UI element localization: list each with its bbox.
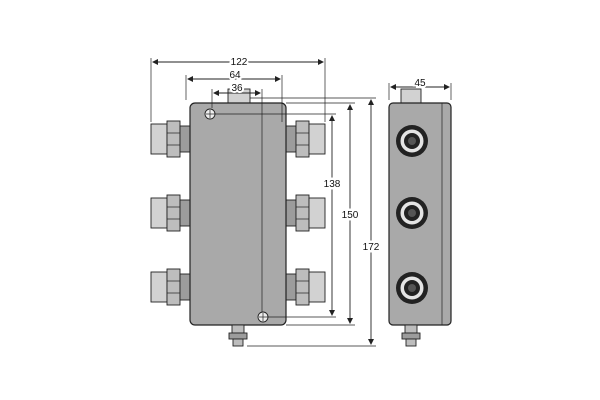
left-connector-middle bbox=[150, 194, 191, 232]
dim-height-total: 172 bbox=[363, 242, 380, 253]
mounting-hole-bottom bbox=[257, 311, 269, 323]
dim-width-total: 122 bbox=[231, 57, 248, 68]
dim-height-mid: 150 bbox=[342, 210, 359, 221]
side-port-top bbox=[396, 125, 428, 157]
dim-height-inner: 138 bbox=[324, 179, 341, 190]
left-connector-bottom bbox=[150, 268, 191, 306]
left-connector-top bbox=[150, 120, 191, 158]
front-view: 122 64 36 138 150 172 bbox=[150, 55, 382, 347]
side-ground-screw bbox=[401, 324, 421, 347]
right-connector-middle bbox=[285, 194, 326, 232]
ground-screw bbox=[228, 324, 248, 347]
front-housing bbox=[189, 102, 287, 326]
side-port-bottom bbox=[396, 272, 428, 304]
mounting-hole-top bbox=[204, 108, 216, 120]
side-port-middle bbox=[396, 197, 428, 229]
dim-depth: 45 bbox=[414, 78, 426, 89]
dim-width-inner: 36 bbox=[231, 83, 243, 94]
right-connector-bottom bbox=[285, 268, 326, 306]
right-connector-top bbox=[285, 120, 326, 158]
dim-width-mid: 64 bbox=[229, 70, 241, 81]
side-top-connector bbox=[400, 88, 422, 104]
side-view: 45 bbox=[388, 76, 452, 347]
